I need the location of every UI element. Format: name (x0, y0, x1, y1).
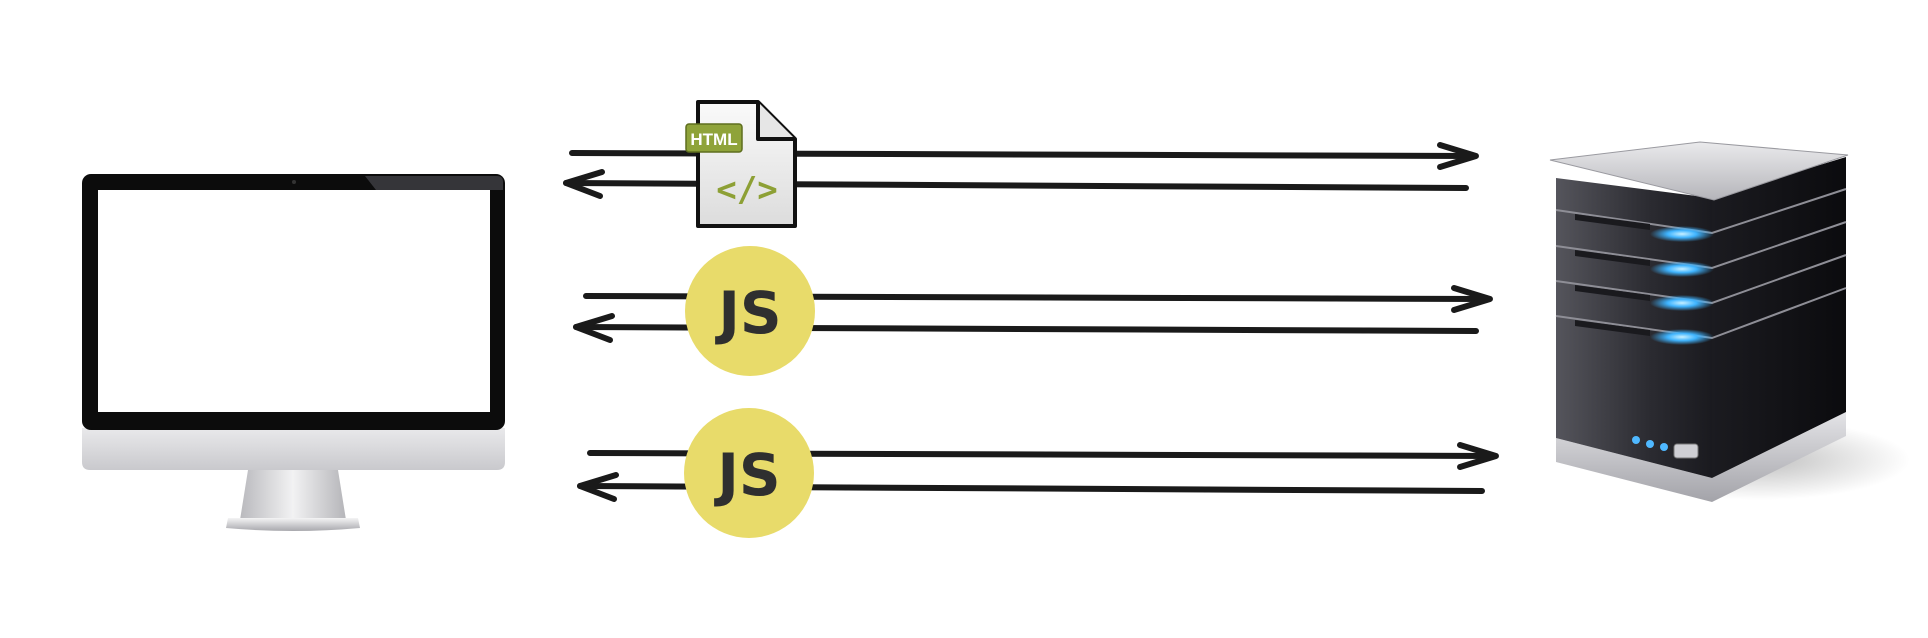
server-tower-icon (1549, 141, 1910, 502)
server-side (1712, 157, 1846, 478)
monitor-camera (292, 180, 296, 184)
server-top (1549, 141, 1849, 201)
arrow-response-html-head (563, 169, 605, 199)
server-bay-slots (1575, 214, 1650, 336)
server-leds (1650, 226, 1714, 345)
html-file-icon: HTML </> (685, 100, 797, 228)
desktop-monitor-icon (82, 174, 505, 531)
js-badge-label: JS (714, 279, 781, 347)
monitor-stand (240, 470, 346, 520)
server-foot (1556, 412, 1846, 502)
arrow-request-js-2-head (1457, 442, 1499, 470)
file-fold (756, 102, 795, 141)
js-circle (685, 246, 815, 376)
js-badge-2: JS (684, 408, 814, 538)
monitor-chin (82, 428, 505, 470)
monitor-glare (365, 176, 503, 190)
arrow-response-js-1-head (573, 313, 615, 343)
server-power-leds (1632, 436, 1699, 459)
js-badge-1: JS (685, 246, 815, 376)
js-circle (684, 408, 814, 538)
js-badge-label: JS (713, 441, 780, 509)
html-tag (685, 123, 743, 153)
html-tag-label: HTML (690, 130, 737, 149)
arrow-request-html-head (1437, 142, 1479, 170)
monitor-base (226, 518, 360, 531)
monitor-screen (98, 190, 490, 412)
arrow-response-js-2-head (577, 472, 619, 502)
arrow-request-js-1-head (1451, 285, 1493, 313)
code-symbol: </> (716, 170, 777, 210)
